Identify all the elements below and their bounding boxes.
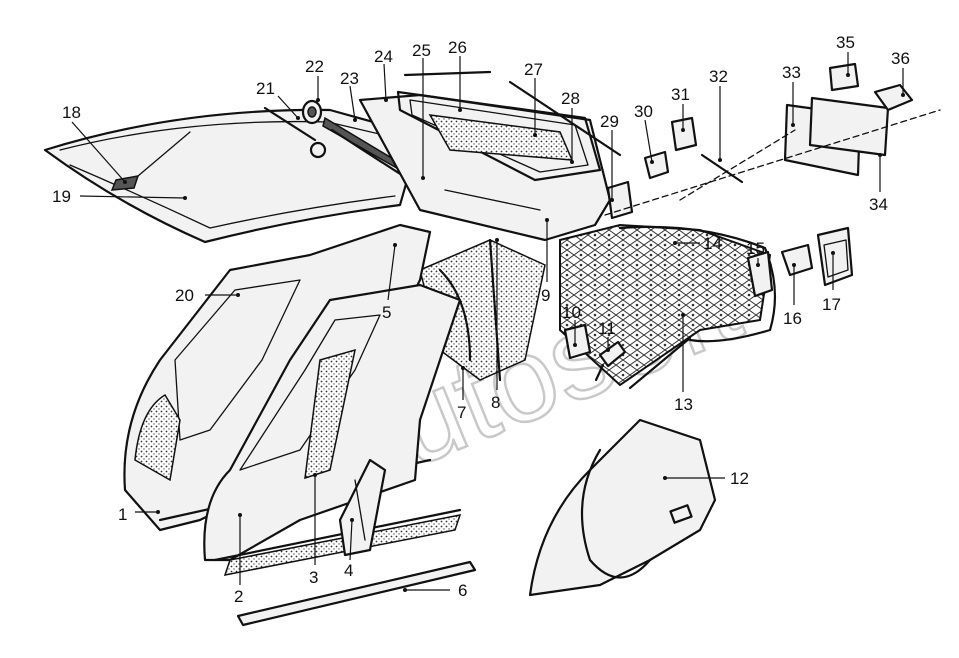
label-30: 30 [634, 102, 653, 121]
label-7: 7 [457, 403, 466, 422]
label-19: 19 [52, 187, 71, 206]
label-5: 5 [382, 303, 391, 322]
label-15: 15 [746, 239, 765, 258]
label-31: 31 [671, 85, 690, 104]
label-4: 4 [344, 561, 353, 580]
label-28: 28 [561, 89, 580, 108]
label-22: 22 [305, 57, 324, 76]
label-14: 14 [703, 234, 722, 253]
sill-molding [236, 560, 477, 627]
label-12: 12 [730, 469, 749, 488]
leader-lines [71, 52, 905, 592]
label-11: 11 [598, 319, 616, 338]
label-1: 1 [118, 505, 127, 524]
label-26: 26 [448, 38, 467, 57]
label-33: 33 [782, 63, 801, 82]
brackets-10-11 [563, 323, 627, 382]
part-labels: 1 2 3 4 5 6 7 8 9 10 11 12 13 14 15 16 1… [52, 33, 910, 606]
label-18: 18 [62, 103, 81, 122]
rear-quarter-outer-panel [528, 418, 717, 597]
label-2: 2 [234, 587, 243, 606]
label-16: 16 [783, 309, 802, 328]
label-10: 10 [562, 303, 581, 322]
label-17: 17 [822, 295, 841, 314]
label-21: 21 [256, 79, 275, 98]
roof-panel [43, 108, 422, 244]
label-20: 20 [175, 286, 194, 305]
label-34: 34 [869, 195, 888, 214]
tailgate-frame [358, 70, 622, 242]
label-36: 36 [891, 49, 910, 68]
label-35: 35 [836, 33, 855, 52]
label-9: 9 [541, 286, 550, 305]
label-32: 32 [709, 67, 728, 86]
label-25: 25 [412, 41, 431, 60]
license-plate-parts [604, 62, 941, 216]
label-3: 3 [309, 568, 318, 587]
label-27: 27 [524, 60, 543, 79]
label-24: 24 [374, 47, 393, 66]
label-13: 13 [674, 395, 693, 414]
label-23: 23 [340, 69, 359, 88]
lamp-parts [746, 226, 854, 298]
label-29: 29 [600, 112, 619, 131]
latch-parts [606, 116, 744, 220]
label-8: 8 [491, 393, 500, 412]
label-6: 6 [458, 581, 467, 600]
